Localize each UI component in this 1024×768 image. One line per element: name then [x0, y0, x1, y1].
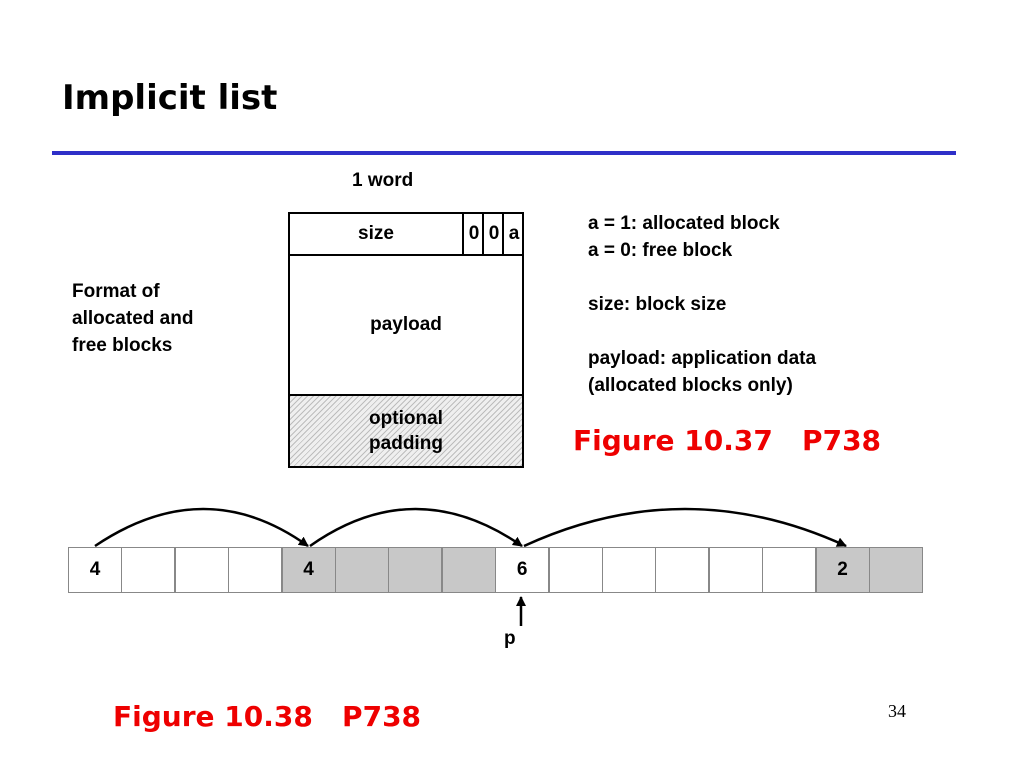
heap-word-cell [121, 547, 176, 593]
heap-word-cell [335, 547, 389, 593]
legend-line: a = 0: free block [588, 240, 733, 261]
heap-word-cell [708, 547, 763, 593]
format-caption: Format of allocated and free blocks [72, 278, 193, 359]
format-caption-line: allocated and [72, 308, 194, 329]
page-number: 34 [888, 701, 906, 721]
size-field: size [358, 223, 394, 244]
next-block-arrow [523, 507, 847, 548]
heap-word-cell [655, 547, 710, 593]
payload-label: payload [370, 314, 442, 335]
pointer-label: p [504, 628, 516, 649]
heap-word-cell: 4 [281, 547, 336, 593]
block-header: size 0 0 a [290, 214, 522, 256]
legend: a = 1: allocated block a = 0: free block… [588, 210, 816, 399]
heap-word-cell: 2 [815, 547, 870, 593]
figure-caption: Figure 10.37 P738 [573, 424, 882, 457]
heap-word-cell: 6 [495, 547, 550, 593]
alloc-bit-field: a [502, 214, 524, 254]
payload-area: payload [290, 256, 522, 396]
heap-word-cell [869, 547, 923, 593]
heap-word-cell [548, 547, 603, 593]
legend-line: size: block size [588, 294, 727, 315]
heap-word-cell [388, 547, 443, 593]
legend-line: a = 1: allocated block [588, 213, 780, 234]
next-block-arrow [309, 507, 523, 548]
format-caption-line: free blocks [72, 335, 173, 356]
figure-caption: Figure 10.38 P738 [113, 700, 422, 733]
legend-line: payload: application data [588, 348, 817, 369]
padding-label: optional padding [290, 406, 522, 456]
block-format-diagram: size 0 0 a payload optional padding [288, 212, 524, 468]
heap-word-cell [762, 547, 817, 593]
heap-word-cell [602, 547, 656, 593]
heap-word-cell [441, 547, 496, 593]
heap-word-cell [228, 547, 283, 593]
padding-line: optional [369, 408, 443, 429]
title-divider [52, 151, 956, 155]
heap-row: 4 4 6 2 [68, 547, 923, 593]
word-label: 1 word [352, 170, 414, 191]
padding-area: optional padding [290, 396, 522, 466]
bit-field: 0 [462, 214, 484, 254]
page-title: Implicit list [62, 78, 278, 118]
format-caption-line: Format of [72, 281, 160, 302]
bit-field: 0 [482, 214, 504, 254]
next-block-arrow [94, 507, 309, 548]
heap-word-cell: 4 [68, 547, 122, 593]
padding-line: padding [369, 433, 443, 454]
legend-line: (allocated blocks only) [588, 375, 793, 396]
heap-word-cell [174, 547, 229, 593]
